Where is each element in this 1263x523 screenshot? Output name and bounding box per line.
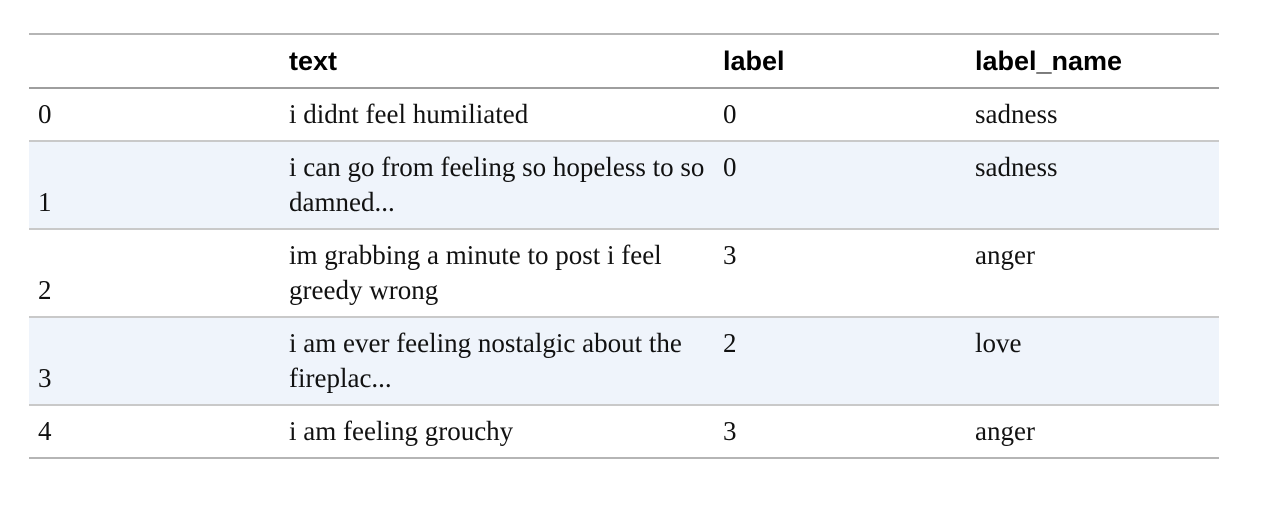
row-label-name: sadness [966, 88, 1219, 142]
table-row: 3 i am ever feeling nostalgic about the … [29, 317, 1219, 406]
row-label: 0 [714, 141, 966, 230]
row-label: 0 [714, 88, 966, 142]
row-text: i can go from feeling so hopeless to so … [280, 141, 714, 230]
header-label: label [714, 34, 966, 89]
row-label: 2 [714, 317, 966, 406]
header-text: text [280, 34, 714, 89]
row-label-name: love [966, 317, 1219, 406]
header-row: text label label_name [29, 34, 1219, 89]
row-index: 4 [29, 405, 280, 459]
row-text: im grabbing a minute to post i feel gree… [280, 229, 714, 318]
header-index [29, 34, 280, 89]
row-index: 1 [29, 141, 280, 230]
table-row: 1 i can go from feeling so hopeless to s… [29, 141, 1219, 230]
row-index: 2 [29, 229, 280, 318]
dataframe-table: text label label_name 0 i didnt feel hum… [29, 33, 1219, 459]
row-index: 3 [29, 317, 280, 406]
row-label-name: sadness [966, 141, 1219, 230]
row-text: i am feeling grouchy [280, 405, 714, 459]
table-header: text label label_name [29, 34, 1219, 89]
row-label-name: anger [966, 405, 1219, 459]
table-row: 0 i didnt feel humiliated 0 sadness [29, 88, 1219, 142]
row-text: i am ever feeling nostalgic about the fi… [280, 317, 714, 406]
row-label: 3 [714, 405, 966, 459]
row-index: 0 [29, 88, 280, 142]
row-label: 3 [714, 229, 966, 318]
dataframe-table-container: text label label_name 0 i didnt feel hum… [29, 33, 1219, 459]
header-label-name: label_name [966, 34, 1219, 89]
table-body: 0 i didnt feel humiliated 0 sadness 1 i … [29, 88, 1219, 459]
row-label-name: anger [966, 229, 1219, 318]
row-text: i didnt feel humiliated [280, 88, 714, 142]
table-row: 4 i am feeling grouchy 3 anger [29, 405, 1219, 459]
table-row: 2 im grabbing a minute to post i feel gr… [29, 229, 1219, 318]
